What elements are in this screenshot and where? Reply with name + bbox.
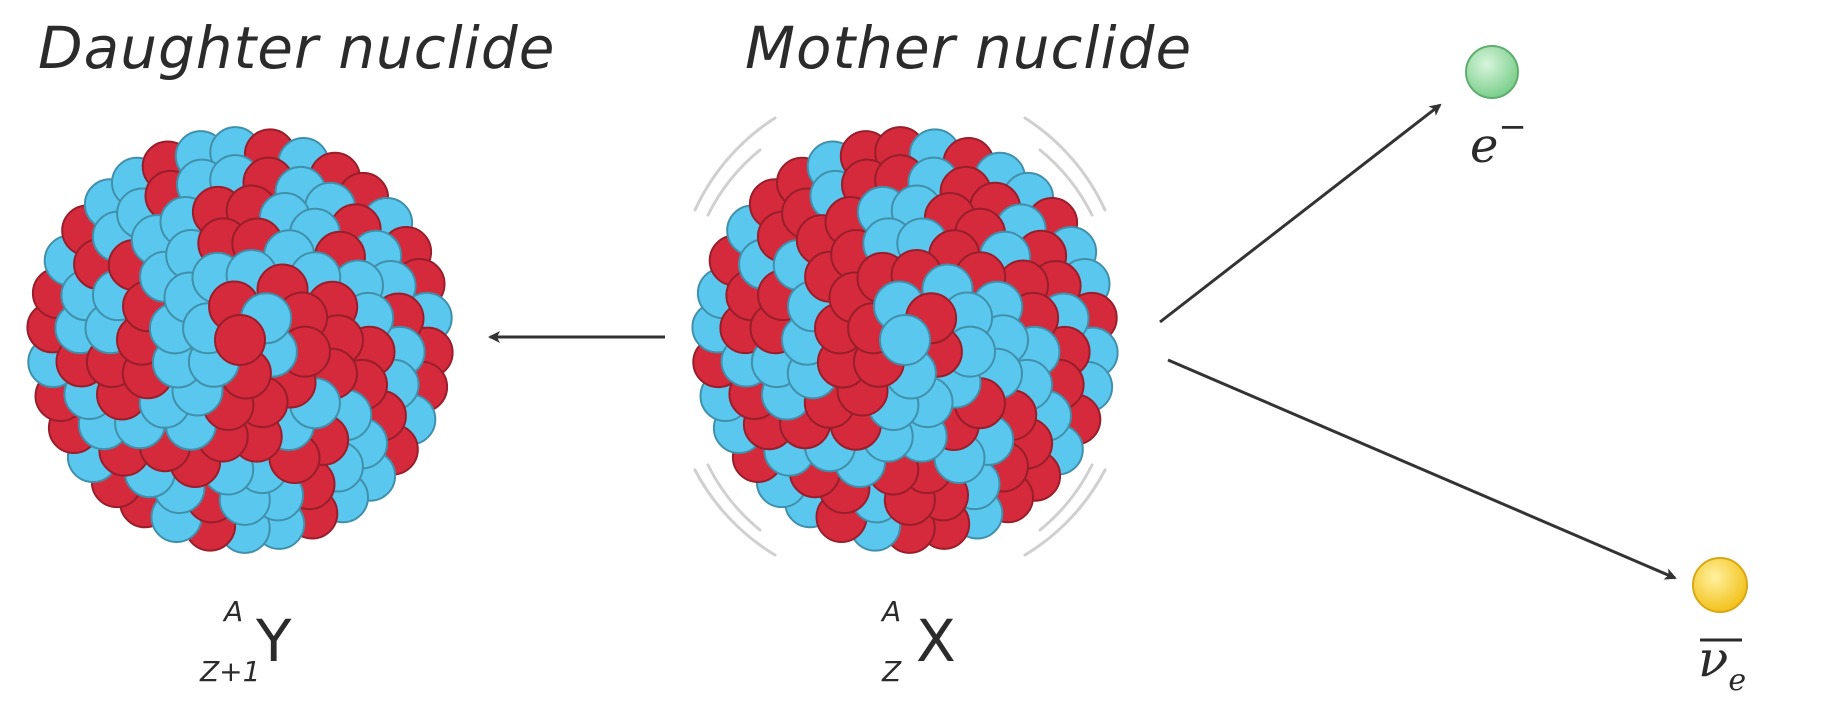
antineutrino-particle (1692, 557, 1748, 613)
mother-nucleus (691, 126, 1119, 554)
mother-notation: A Z X (882, 595, 982, 688)
antineutrino-symbol: ν (1698, 630, 1729, 688)
daughter-atomic-number: Z+1 (200, 655, 261, 688)
proton-ball (214, 314, 266, 366)
daughter-nucleus (26, 126, 454, 554)
electron-emission-arrow (1159, 103, 1442, 324)
neutron-ball (879, 314, 931, 366)
daughter-symbol: Y (256, 607, 292, 675)
daughter-mass-number: A (224, 595, 244, 628)
mother-atomic-number: Z (882, 655, 902, 688)
daughter-nuclide-title: Daughter nuclide (38, 14, 556, 82)
electron-symbol: e (1470, 118, 1499, 174)
antineutrino-subscript: e (1728, 663, 1747, 698)
mother-symbol: X (916, 607, 956, 675)
mother-nuclide-title: Mother nuclide (745, 14, 1193, 82)
daughter-notation: A Z+1 Y (200, 595, 320, 688)
electron-label: e− (1470, 107, 1527, 174)
electron-particle (1465, 45, 1519, 99)
vibration-lines (693, 116, 1107, 557)
mother-mass-number: A (882, 595, 902, 628)
antineutrino-emission-arrow (1167, 358, 1677, 580)
electron-charge: − (1498, 107, 1527, 147)
antineutrino-label: νe (1698, 630, 1746, 698)
